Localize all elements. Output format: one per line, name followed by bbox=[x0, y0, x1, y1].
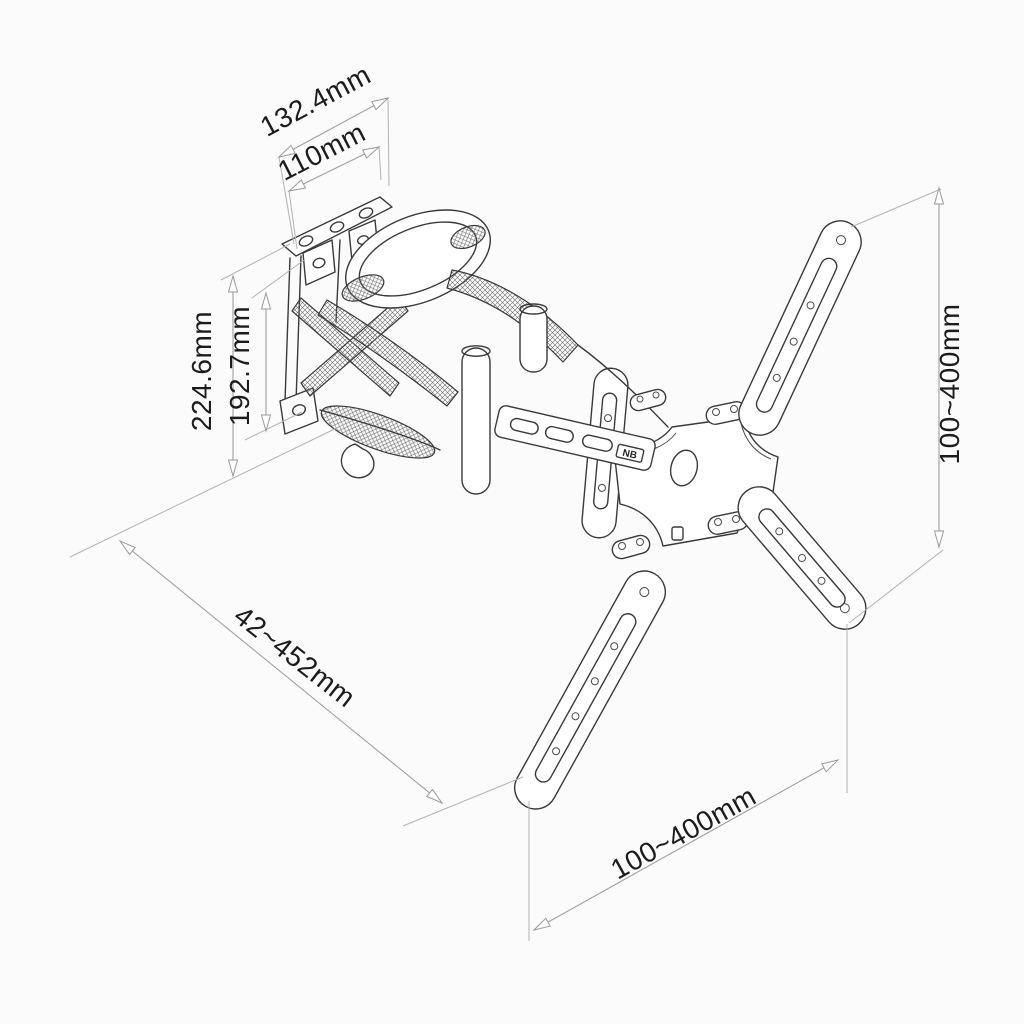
dimension-annotations: 132.4mm 110mm 224.6mm 192.7mm 42~452mm 1… bbox=[69, 59, 965, 941]
tilt-link-bar: NB bbox=[494, 405, 656, 471]
lower-arm-leaf bbox=[320, 405, 436, 459]
vesa-arm-top-right bbox=[738, 220, 862, 436]
dim-label-left-inner: 192.7mm bbox=[224, 306, 255, 426]
brand-badge bbox=[615, 443, 645, 463]
articulating-arms bbox=[317, 209, 669, 495]
pivot-post-lower bbox=[461, 347, 491, 495]
dim-line-top-inner bbox=[288, 146, 380, 192]
vesa-arm-bottom-left bbox=[514, 570, 666, 810]
lower-hook bbox=[340, 443, 375, 479]
upper-arm-band bbox=[446, 269, 579, 363]
mount-drawing: NB bbox=[279, 196, 867, 810]
dim-label-left-outer: 224.6mm bbox=[186, 311, 217, 431]
dim-line-vesa-horizontal bbox=[533, 759, 839, 931]
middle-arm-band bbox=[317, 299, 459, 407]
dim-label-vesa-vertical: 100~400mm bbox=[934, 304, 965, 465]
dim-line-top-outer bbox=[278, 97, 389, 158]
center-hole bbox=[669, 449, 699, 487]
dim-line-extension bbox=[119, 540, 443, 804]
pivot-post-upper bbox=[519, 305, 548, 373]
dim-label-vesa-horizontal: 100~400mm bbox=[606, 780, 762, 885]
brand-logo-text: NB bbox=[621, 448, 638, 462]
vesa-arm-bottom-right bbox=[737, 486, 867, 630]
wall-plate bbox=[279, 196, 409, 435]
dim-label-extension: 42~452mm bbox=[228, 600, 361, 714]
